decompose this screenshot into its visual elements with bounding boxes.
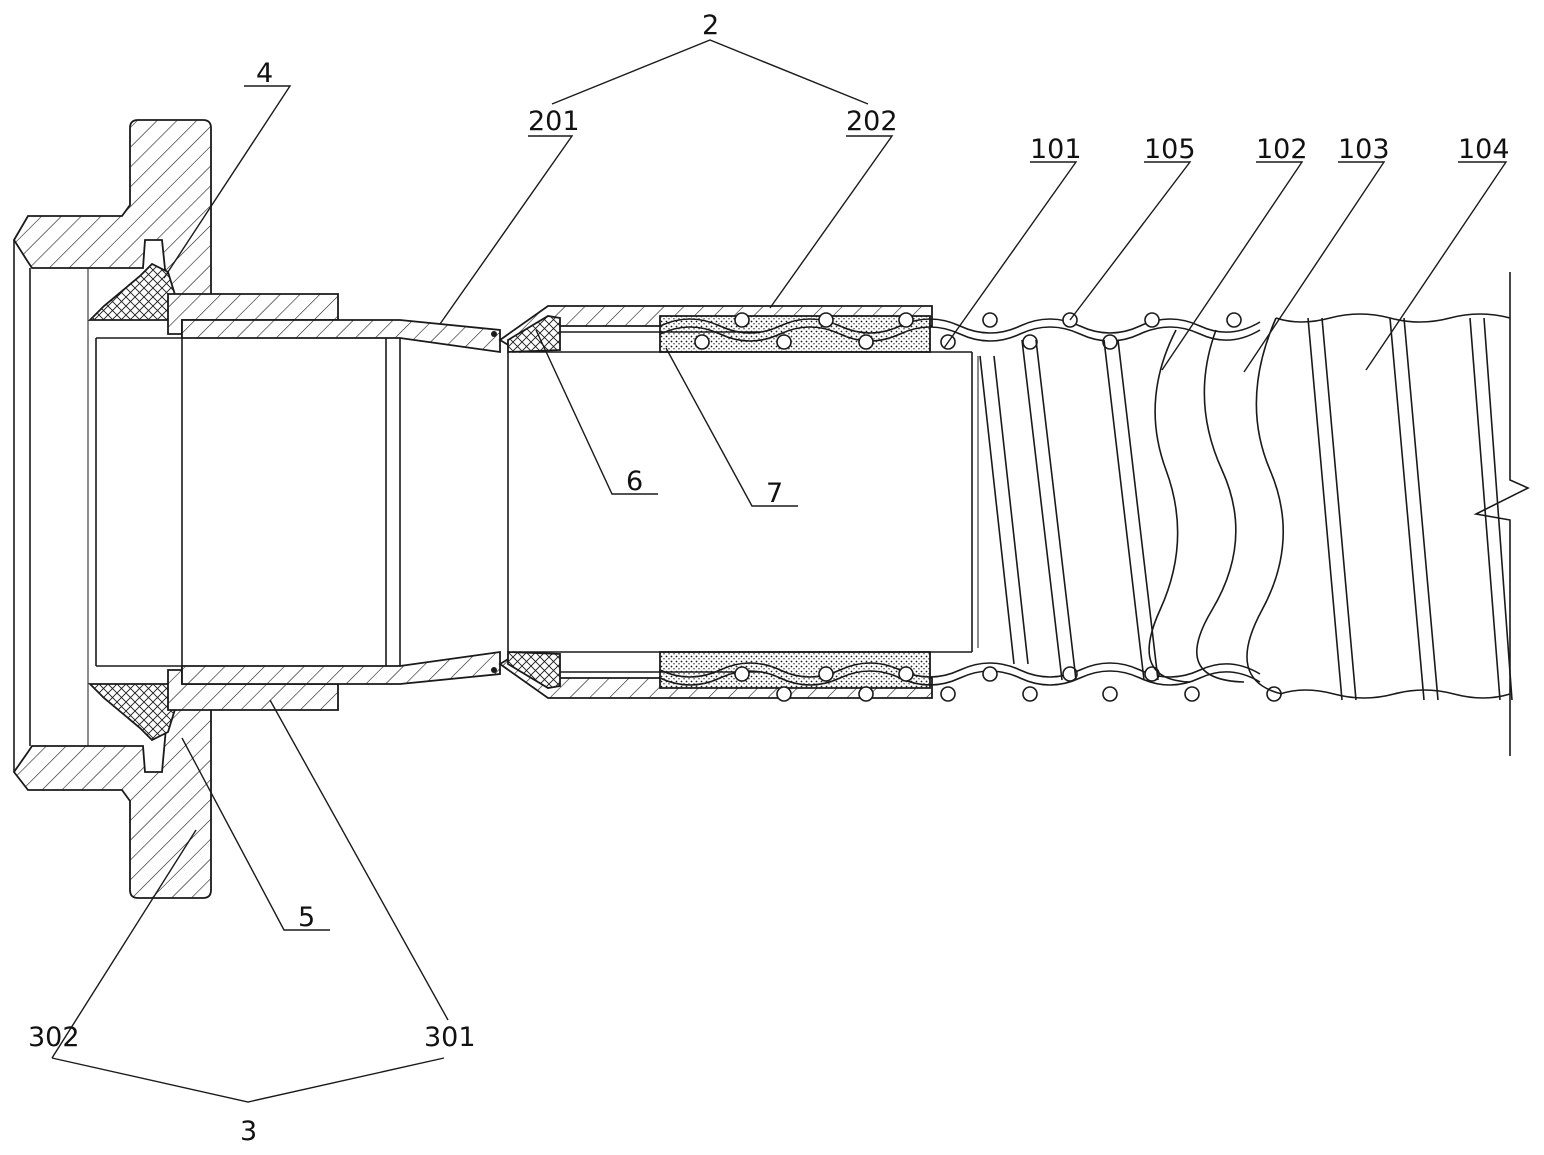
layer-103-wave-b bbox=[1246, 317, 1285, 695]
leader-101 bbox=[943, 161, 1078, 349]
hose-layers bbox=[979, 272, 1530, 756]
leader-6 bbox=[535, 329, 658, 495]
leader-105 bbox=[1069, 161, 1192, 321]
label-301: 301 bbox=[424, 1022, 476, 1053]
layer-104-outer-lower bbox=[1279, 689, 1511, 699]
joint-body-lower bbox=[181, 650, 501, 685]
leader-104 bbox=[1365, 161, 1508, 371]
label-105: 105 bbox=[1144, 134, 1196, 165]
layer-103-wave-a bbox=[1196, 329, 1245, 683]
label-7: 7 bbox=[766, 478, 783, 509]
leader-2 bbox=[551, 39, 869, 105]
flange-nut-upper-section bbox=[12, 119, 212, 299]
label-2: 2 bbox=[702, 10, 719, 41]
part-labels: 2 201 202 101 105 102 103 104 4 6 7 5 30… bbox=[28, 10, 1510, 1147]
flange-nut-lower-section bbox=[12, 705, 212, 899]
label-103: 103 bbox=[1338, 134, 1390, 165]
leader-lines bbox=[51, 39, 1508, 1103]
leader-103 bbox=[1243, 161, 1386, 373]
leader-202 bbox=[769, 135, 894, 309]
hose-wall-101 bbox=[512, 312, 1282, 702]
label-5: 5 bbox=[298, 902, 315, 933]
label-302: 302 bbox=[28, 1022, 80, 1053]
weld-point-upper bbox=[491, 331, 497, 337]
label-102: 102 bbox=[1256, 134, 1308, 165]
layer-104-outer-upper bbox=[1275, 313, 1511, 323]
insert-6-upper bbox=[507, 315, 561, 353]
leader-301 bbox=[269, 699, 449, 1021]
label-201: 201 bbox=[528, 106, 580, 137]
layer-102-wave bbox=[1148, 329, 1191, 683]
flange-nut-302 bbox=[12, 119, 212, 899]
hose-outer-wave-lower bbox=[659, 670, 1261, 686]
leader-7 bbox=[665, 347, 798, 507]
weld-point-lower bbox=[491, 667, 497, 673]
spiral-coil-lines bbox=[979, 317, 1513, 701]
leader-4 bbox=[163, 85, 292, 279]
hose-inner-wave-upper bbox=[659, 326, 1261, 342]
leader-201 bbox=[439, 135, 574, 325]
crimp-sleeve-202 bbox=[498, 305, 933, 699]
label-101: 101 bbox=[1030, 134, 1082, 165]
insert-6-lower bbox=[507, 651, 561, 689]
label-3: 3 bbox=[240, 1116, 257, 1147]
threaded-sleeve-301 bbox=[167, 293, 339, 711]
leader-302 bbox=[51, 829, 197, 1059]
seal-ring-lower bbox=[87, 683, 182, 742]
label-4: 4 bbox=[256, 58, 273, 89]
spiral-wire-105 bbox=[694, 312, 1282, 702]
seal-ring-4 bbox=[87, 262, 182, 742]
leader-3 bbox=[51, 1057, 445, 1103]
seal-ring-upper bbox=[87, 262, 182, 321]
leader-102 bbox=[1161, 161, 1304, 371]
label-202: 202 bbox=[846, 106, 898, 137]
label-104: 104 bbox=[1458, 134, 1510, 165]
joint-body-201 bbox=[95, 319, 509, 685]
leader-5 bbox=[181, 737, 330, 931]
break-line bbox=[1473, 272, 1530, 756]
joint-body-upper bbox=[181, 319, 501, 354]
label-6: 6 bbox=[626, 466, 643, 497]
